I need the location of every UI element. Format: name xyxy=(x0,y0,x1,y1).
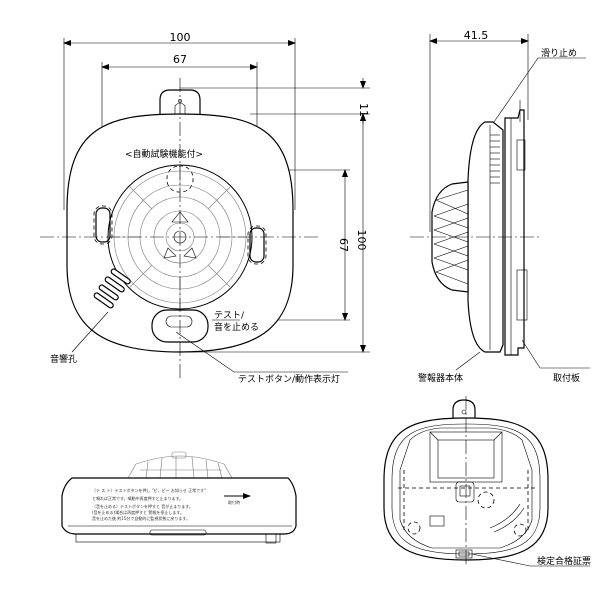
side-print-line4: (音を止める)場合は再度押すと 警報を停止します。 xyxy=(92,509,184,515)
side-print-line3: 〈音を止める〉テストボタンを押すと 音が止まります。 xyxy=(92,503,193,509)
mount-plate-side xyxy=(504,109,525,356)
label-sound-hole: 音響孔 xyxy=(50,353,77,365)
label-test-button: テストボタン/動作表示灯 xyxy=(238,373,340,385)
lower-side-view: 〈テ ス ト〉テストボタンを押し "ピ、ピー お知らせ 正常です" と鳴れば正常… xyxy=(61,451,297,544)
dim-height-inner: 67 xyxy=(337,238,350,252)
dim-depth: 41.5 xyxy=(464,29,489,42)
right-latch xyxy=(249,227,265,263)
side-print-line5: 音を止めた後 約15分で自動的に監視状態に戻ります。 xyxy=(92,515,190,521)
dim-height-outer: 100 xyxy=(355,230,368,251)
label-alarm-body: 警報器本体 xyxy=(418,372,463,384)
side-print-arrow-caption: 取付時 xyxy=(228,499,240,505)
sound-holes xyxy=(93,268,131,309)
dim-width-inner: 67 xyxy=(173,53,187,66)
indicator-lamp xyxy=(165,315,193,328)
dim-tab-height: 11 xyxy=(357,103,370,117)
side-view: 41.5 xyxy=(410,29,590,384)
lower-sensor-guard xyxy=(127,455,233,479)
label-anti-slip: 滑り止め xyxy=(541,47,577,59)
front-view: 100 67 11 67 100 xyxy=(40,31,370,385)
label-mount-plate: 取付板 xyxy=(553,372,580,384)
lower-mount-plate xyxy=(75,533,281,543)
label-certification: 検定合格証票 xyxy=(537,555,591,567)
label-auto-test: <自動試験機能付> xyxy=(125,148,203,160)
rear-tab xyxy=(452,399,476,423)
rear-view: 検定合格証票 xyxy=(383,396,591,567)
rear-mount-plate xyxy=(399,427,533,549)
label-test-stop-1: テスト/ xyxy=(214,310,245,321)
label-test-stop-2: 音を止める xyxy=(214,321,259,333)
dim-width-outer: 100 xyxy=(170,31,191,44)
side-print-line1: 〈テ ス ト〉テストボタンを押し "ピ、ピー お知らせ 正常です" xyxy=(92,487,206,493)
lower-body xyxy=(61,477,297,535)
left-latch xyxy=(95,207,111,243)
side-print-line2: と鳴れば正常です。鳴動中再度押すと止まります。 xyxy=(92,495,183,501)
